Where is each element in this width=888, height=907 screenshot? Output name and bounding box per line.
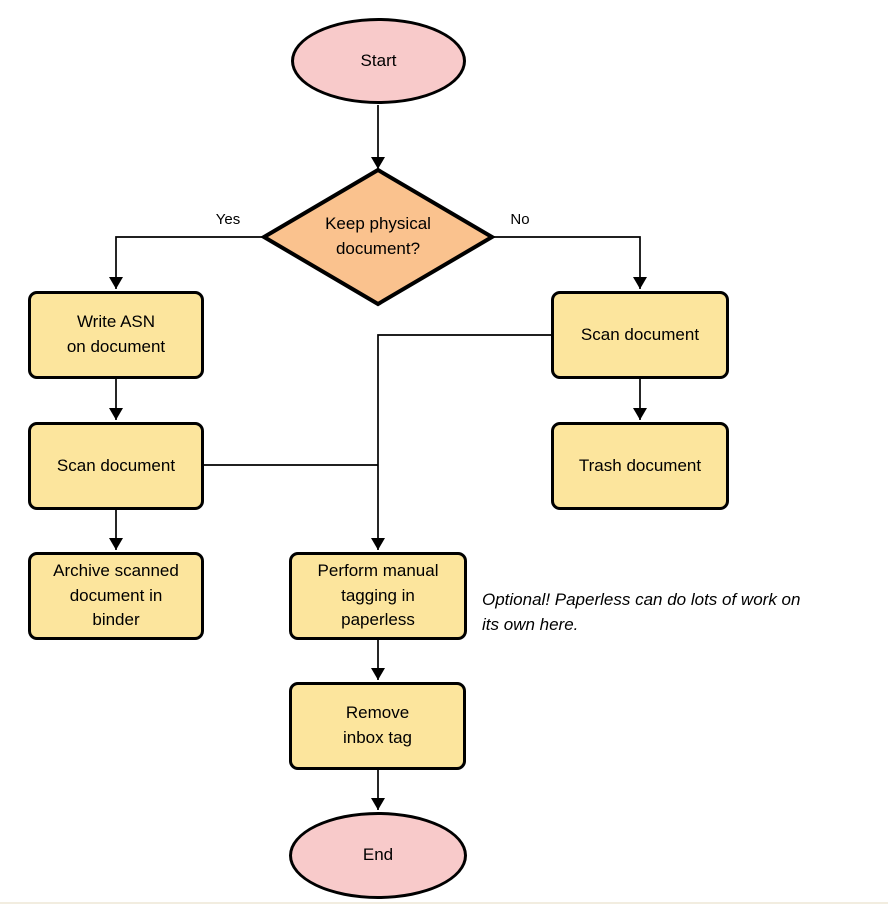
remove-inbox-tag-label: Remove inbox tag: [343, 703, 412, 747]
optional-annotation: Optional! Paperless can do lots of work …: [482, 590, 801, 634]
page-bottom-rule: [0, 902, 888, 904]
decision-node-label: Keep physical document?: [325, 214, 431, 258]
start-node-label: Start: [360, 50, 397, 70]
scan-document-right-node: Scan document: [551, 291, 729, 379]
edge-label-no: No: [510, 211, 530, 228]
write-asn-node-label: Write ASN on document: [66, 312, 166, 356]
edge-decision-no: [492, 236, 647, 289]
write-asn-node: Write ASN on document: [28, 291, 204, 379]
archive-node: Archive scanned document in binder: [28, 552, 204, 640]
edge-label-yes: Yes: [215, 211, 241, 228]
scan-document-left-label: Scan document: [56, 455, 176, 475]
trash-document-label: Trash document: [578, 455, 702, 475]
decision-node: Keep physical document?: [288, 204, 468, 270]
manual-tagging-label: Perform manual tagging in paperless: [317, 561, 439, 630]
manual-tagging-node: Perform manual tagging in paperless: [289, 552, 467, 640]
edge-decision-yes: [109, 236, 264, 289]
scan-document-right-label: Scan document: [580, 324, 700, 344]
end-node-label: End: [362, 845, 394, 865]
archive-node-label: Archive scanned document in binder: [53, 561, 179, 630]
remove-inbox-tag-node: Remove inbox tag: [289, 682, 466, 770]
trash-document-node: Trash document: [551, 422, 729, 510]
edge-scanright-to-tagging: [371, 334, 551, 550]
start-node: Start: [291, 18, 466, 104]
decision-shape: [260, 167, 496, 307]
scan-document-left-node: Scan document: [28, 422, 204, 510]
end-node: End: [289, 812, 467, 899]
